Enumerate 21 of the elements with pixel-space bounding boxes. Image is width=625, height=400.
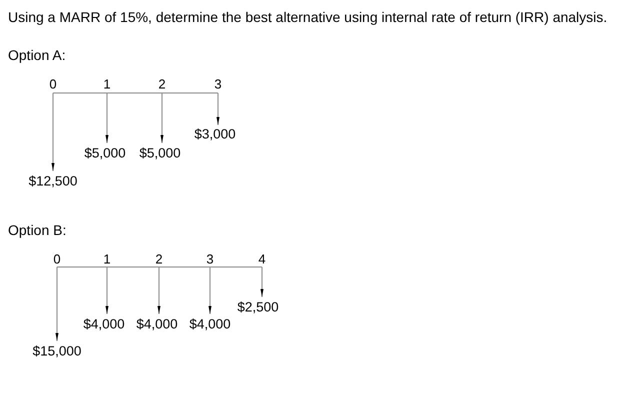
cash-flow-amount: $4,000 xyxy=(83,317,125,331)
period-number: 0 xyxy=(49,78,57,90)
cash-flow-amount: $15,000 xyxy=(32,344,82,358)
cash-flow-amount: $4,000 xyxy=(189,317,231,331)
period-number: 3 xyxy=(214,78,222,90)
period-number: 3 xyxy=(206,252,214,266)
cash-flow-amount: $5,000 xyxy=(84,146,126,160)
cash-flow-amount: $5,000 xyxy=(139,146,181,160)
period-number: 2 xyxy=(155,252,163,266)
cash-flow-amount: $12,500 xyxy=(28,174,78,188)
period-number: 4 xyxy=(258,252,266,266)
period-number: 1 xyxy=(103,252,111,266)
cash-flow-amount: $2,500 xyxy=(237,300,279,314)
question-text: Using a MARR of 15%, determine the best alternative using internal rate of return (IRR) analysis. xyxy=(8,10,608,24)
cash-flow-amount: $3,000 xyxy=(194,127,236,141)
period-number: 1 xyxy=(103,78,111,90)
period-number: 0 xyxy=(53,252,61,266)
period-number: 2 xyxy=(158,78,166,90)
cash-flow-amount: $4,000 xyxy=(136,317,178,331)
option-heading: Option B: xyxy=(8,223,66,237)
option-heading: Option A: xyxy=(8,48,66,62)
